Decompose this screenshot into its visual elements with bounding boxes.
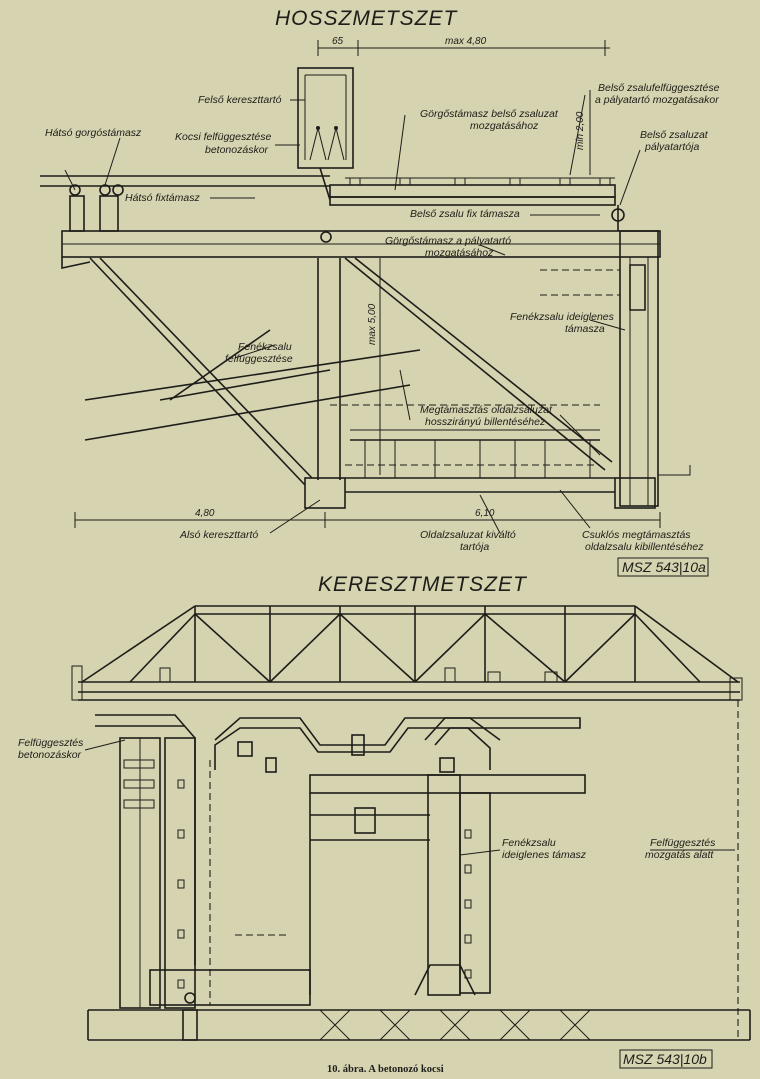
label-felfuggesztes-1: Felfüggesztés	[18, 737, 84, 749]
label-gorgos-belso-2: mozgatásához	[470, 120, 539, 132]
label-megtamasztas-1: Megtámasztás oldalzsaluzat	[420, 404, 553, 416]
figure-caption: 10. ábra. A betonozó kocsi	[327, 1064, 444, 1075]
label-fenek-felf-2: felfüggesztése	[225, 353, 293, 365]
label-megtamasztas-2: hosszirányú billentéséhez	[425, 416, 546, 428]
label-csuklos-1: Csuklós megtámasztás	[582, 529, 691, 541]
dim-max-500: max 5,00	[367, 303, 378, 345]
label-belso-zsaluzat-2: pályatartója	[644, 141, 699, 153]
label-oldalzsaluzat-2: tartója	[460, 541, 489, 553]
label-hatso-fixtamasz: Hátsó fixtámasz	[125, 192, 200, 204]
dim-610: 6,10	[475, 508, 495, 519]
title-longitudinal: HOSSZMETSZET	[275, 7, 459, 30]
label-felf-mozg-2: mozgatás alatt	[645, 849, 714, 861]
cross-section: KERESZTMETSZET	[18, 573, 751, 1069]
label-fenek-felf-1: Fenékzsalu	[238, 341, 292, 353]
label-felf-mozg-1: Felfüggesztés	[650, 837, 716, 849]
label-csuklos-2: oldalzsalu kibillentéséhez	[585, 541, 704, 553]
label-gorgos-palya-2: mozgatásához	[425, 247, 494, 259]
label-hatso-gorgostamasz: Hátsó gorgóstámasz	[45, 127, 142, 139]
label-kocsi-felfuggesztese-2: betonozáskor	[205, 144, 269, 156]
label-cross-fenek-2: ideiglenes támasz	[502, 849, 587, 861]
title-cross: KERESZTMETSZET	[318, 573, 528, 596]
label-felfuggesztes-2: betonozáskor	[18, 749, 82, 761]
dim-480: 4,80	[195, 508, 215, 519]
label-belso-zsaluzat-1: Belső zsaluzat	[640, 129, 709, 141]
label-belso-zsalufelf-1: Belső zsalufelfüggesztése	[598, 82, 720, 94]
standard-mark-a: MSZ 543|10a	[622, 559, 706, 575]
longitudinal-section: HOSSZMETSZET 65 max 4,80	[40, 7, 720, 577]
label-felso-kereszttarto: Felső kereszttartó	[198, 94, 282, 106]
label-belso-zsalufelf-2: a pályatartó mozgatásakor	[595, 94, 719, 106]
dim-max-480: max 4,80	[445, 36, 487, 47]
label-also-kereszttarto: Alsó kereszttartó	[179, 529, 258, 541]
standard-mark-b: MSZ 543|10b	[623, 1051, 707, 1067]
label-gorgos-belso-1: Görgőstámasz belső zsaluzat	[420, 108, 559, 120]
label-belso-zsalu-fix: Belső zsalu fix támasza	[410, 208, 520, 220]
label-gorgos-palya-1: Görgőstámasz a pályatartó	[385, 235, 511, 247]
label-oldalzsaluzat-1: Oldalzsaluzat kiváltó	[420, 529, 516, 541]
dim-65: 65	[332, 36, 344, 47]
label-fenek-ideigl-1: Fenékzsalu ideiglenes	[510, 311, 615, 323]
label-kocsi-felfuggesztese-1: Kocsi felfüggesztése	[175, 131, 271, 143]
dim-min-200: min 2,00	[575, 111, 586, 150]
label-fenek-ideigl-2: támasza	[565, 323, 605, 335]
label-cross-fenek-1: Fenékzsalu	[502, 837, 556, 849]
